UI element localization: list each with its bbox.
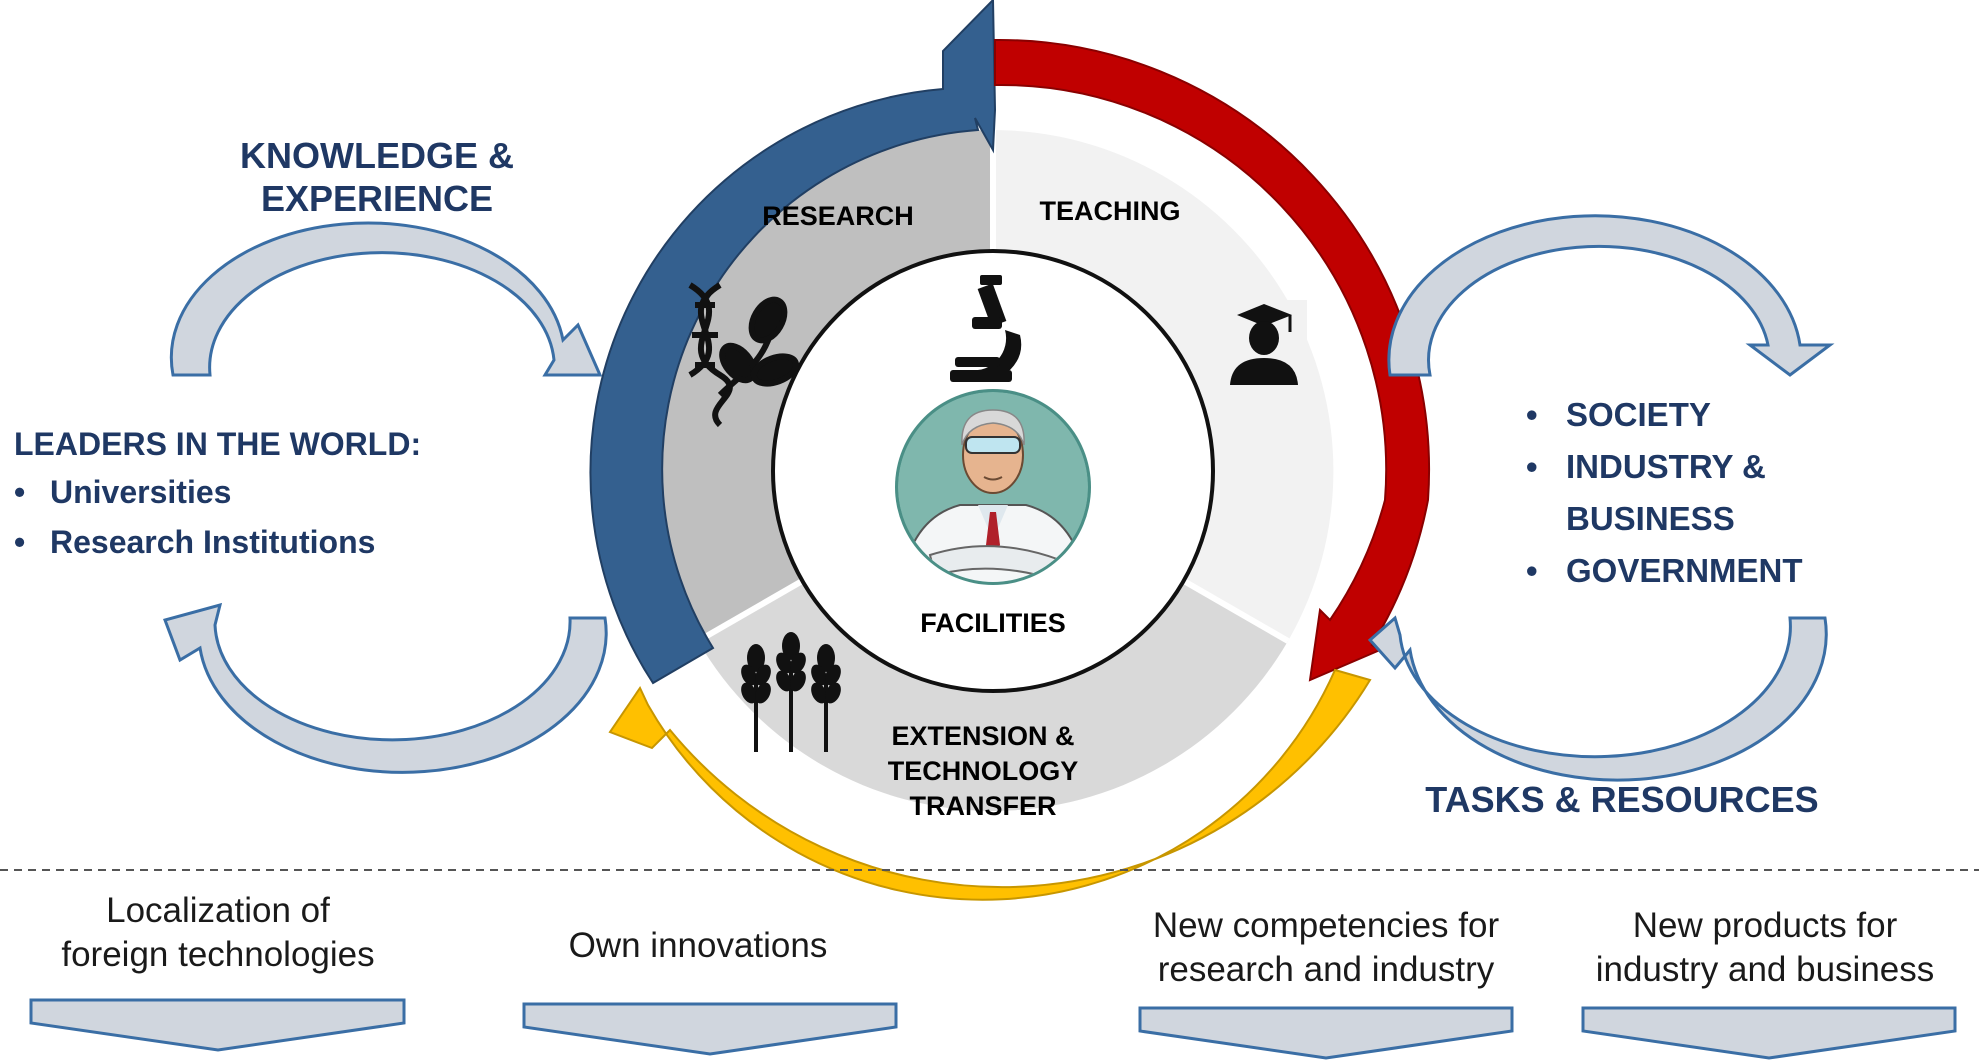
knowledge-heading-2: EXPERIENCE: [261, 178, 493, 219]
output-text: industry and business: [1596, 950, 1935, 989]
leaders-item: Universities: [50, 474, 231, 510]
left-bottom-loop-arrow: [163, 602, 608, 774]
stakeholder-item: GOVERNMENT: [1566, 552, 1803, 589]
extension-label-2: TECHNOLOGY: [888, 756, 1079, 786]
output-text: New products for: [1633, 906, 1898, 945]
output-text: research and industry: [1158, 950, 1495, 989]
tasks-resources-heading: TASKS & RESOURCES: [1425, 779, 1818, 820]
extension-ring-arrow: [608, 668, 1372, 901]
bullet-dot: •: [14, 524, 25, 560]
microscope-icon: [950, 275, 1022, 382]
output-text: New competencies for: [1153, 906, 1500, 945]
right-top-loop-arrow: [1387, 214, 1835, 377]
output-localization: Localization of foreign technologies: [29, 891, 406, 1052]
output-chevron: [1581, 1006, 1957, 1060]
bullet-dot: •: [1526, 448, 1538, 485]
output-chevron: [522, 1002, 898, 1056]
output-text: foreign technologies: [61, 935, 374, 974]
leaders-title: LEADERS IN THE WORLD:: [14, 426, 421, 462]
dna-plant-icon: [688, 282, 800, 428]
output-innovations: Own innovations: [522, 926, 898, 1056]
output-products: New products for industry and business: [1581, 906, 1957, 1060]
stakeholder-item: BUSINESS: [1566, 500, 1735, 537]
output-text: Localization of: [106, 891, 330, 930]
bullet-dot: •: [1526, 552, 1538, 589]
extension-label-3: TRANSFER: [910, 791, 1057, 821]
bullet-dot: •: [14, 474, 25, 510]
graduate-icon: [1222, 300, 1307, 385]
research-ring-arrow: [589, 0, 997, 685]
research-label: RESEARCH: [762, 201, 914, 231]
knowledge-heading-1: KNOWLEDGE &: [240, 135, 514, 176]
leaders-list: • Universities • Research Institutions: [14, 474, 375, 560]
wheat-icon: [741, 632, 841, 752]
output-competencies: New competencies for research and indust…: [1138, 906, 1514, 1060]
facilities-label: FACILITIES: [920, 608, 1066, 638]
output-text: Own innovations: [569, 926, 828, 965]
teaching-label: TEACHING: [1040, 196, 1181, 226]
stakeholder-list: • SOCIETY • INDUSTRY & BUSINESS • GOVERN…: [1526, 396, 1803, 589]
output-chevron: [1138, 1006, 1514, 1060]
right-bottom-loop-arrow: [1367, 615, 1828, 782]
output-chevron: [29, 998, 406, 1052]
stakeholder-item: INDUSTRY &: [1566, 448, 1766, 485]
left-top-loop-arrow: [169, 221, 603, 377]
bullet-dot: •: [1526, 396, 1538, 433]
leaders-item: Research Institutions: [50, 524, 375, 560]
stakeholder-item: SOCIETY: [1566, 396, 1711, 433]
extension-label-1: EXTENSION &: [891, 721, 1074, 751]
wheel: [652, 130, 1334, 811]
